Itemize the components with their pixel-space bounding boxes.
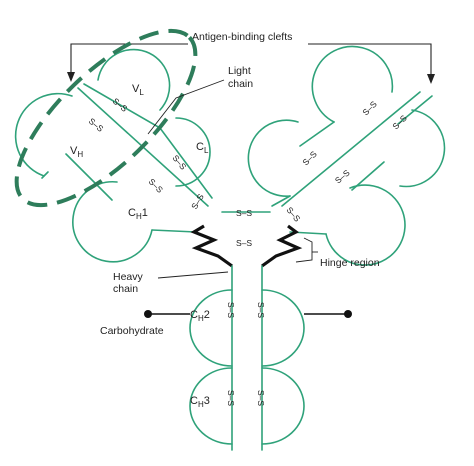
variable-region-dashed-outline xyxy=(14,28,198,208)
ss-bond-vl: S–S xyxy=(111,96,130,114)
light-chain-label-line2: chain xyxy=(228,78,253,90)
vh-label: VH xyxy=(70,145,83,159)
right-heavy-chain xyxy=(281,91,446,266)
left-light-chain xyxy=(83,48,213,199)
hinge-region-callout: Hinge region xyxy=(295,237,380,269)
carbohydrate-label: Carbohydrate xyxy=(100,325,164,337)
hinge-region-bonds xyxy=(190,211,303,268)
light-chain-label-line1: Light xyxy=(228,65,251,77)
ss-bond-ch2-right: S–S xyxy=(256,302,266,318)
hinge-region-label: Hinge region xyxy=(320,257,380,269)
light-chain-callout: Light chain xyxy=(147,65,253,135)
ss-bond-cl: S–S xyxy=(170,153,188,172)
antigen-binding-clefts-bracket: Antigen-binding clefts xyxy=(67,31,435,84)
ss-bond-light-heavy-right: S–S xyxy=(284,205,302,224)
ss-bond-ch1-left: S–S xyxy=(147,176,166,195)
domain-labels: VL CL VH CH1 CH2 CH3 xyxy=(70,83,210,409)
cl-label: CL xyxy=(196,141,209,155)
heavy-chain-label-line1: Heavy xyxy=(113,271,144,283)
carbohydrate-right-dot xyxy=(344,310,352,318)
carbohydrate-groups xyxy=(144,310,352,318)
right-light-chain xyxy=(247,45,394,207)
ss-bond-hinge-top: S–S xyxy=(236,208,252,218)
ch3-label: CH3 xyxy=(190,395,210,409)
vl-label: VL xyxy=(132,83,144,97)
heavy-chain-label-line2: chain xyxy=(113,283,138,295)
ss-bond-vh-right: S–S xyxy=(390,113,409,132)
disulfide-bonds: S–S S–S S–S S–S S–S S–S S–S S–S S–S S–S … xyxy=(87,96,409,407)
ch2-label: CH2 xyxy=(190,309,210,323)
ss-bond-ch2-left: S–S xyxy=(226,302,236,318)
ss-bond-ch3-left: S–S xyxy=(226,390,236,406)
ss-bond-vh: S–S xyxy=(87,116,106,134)
antigen-binding-clefts-label: Antigen-binding clefts xyxy=(192,31,292,43)
ss-bond-hinge-bottom: S–S xyxy=(236,238,252,248)
ss-bond-cl-right: S–S xyxy=(300,149,319,168)
fc-region xyxy=(189,265,305,451)
heavy-chain-callout: Heavy chain xyxy=(113,271,229,295)
ch1-label: CH1 xyxy=(128,207,148,221)
carbohydrate-left-dot xyxy=(144,310,152,318)
ss-bond-vl-right: S–S xyxy=(360,99,379,118)
ss-bond-ch3-right: S–S xyxy=(256,390,266,406)
ss-bond-ch1-right: S–S xyxy=(333,167,352,185)
